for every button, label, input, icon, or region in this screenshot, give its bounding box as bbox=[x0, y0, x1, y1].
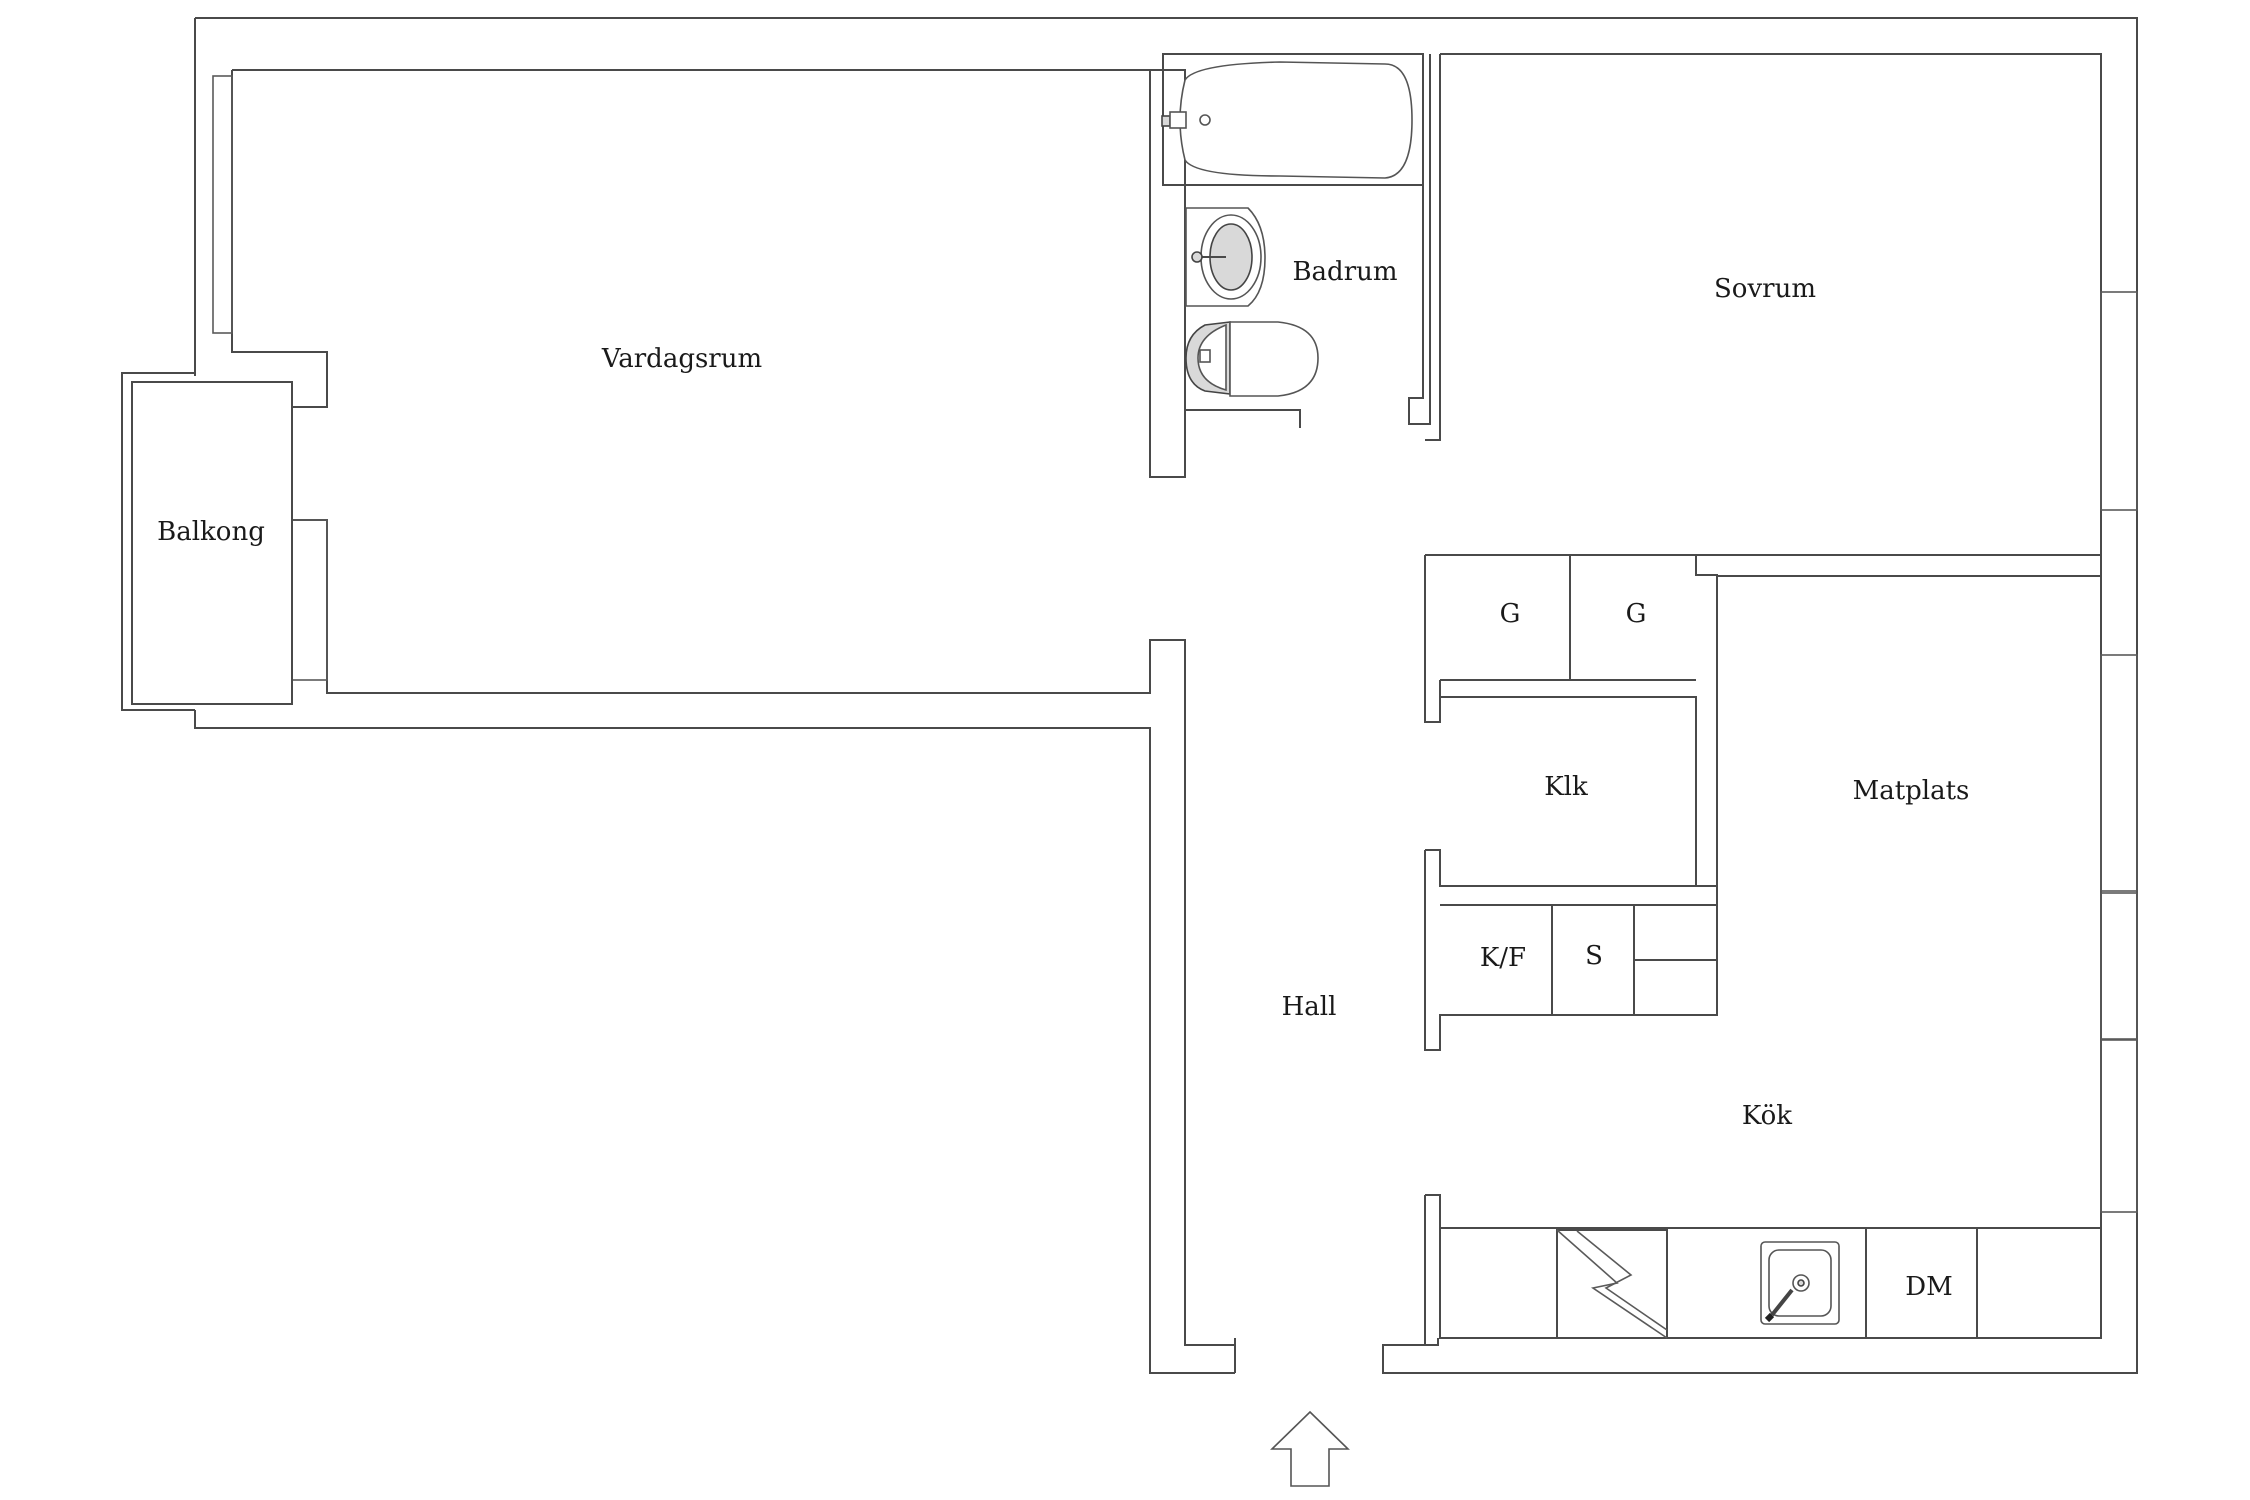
room-label-hall: Hall bbox=[1282, 992, 1337, 1022]
cabinet-label-g-2: G bbox=[1626, 599, 1647, 629]
room-label-balkong: Balkong bbox=[157, 517, 265, 547]
washbasin-icon bbox=[1185, 207, 1266, 307]
window-living-west bbox=[212, 75, 233, 334]
window-dining-2 bbox=[2100, 892, 2138, 1040]
balcony bbox=[121, 372, 293, 711]
bathtub-icon bbox=[1161, 53, 1424, 186]
room-label-vardagsrum: Vardagsrum bbox=[601, 344, 762, 374]
outer-walls bbox=[194, 17, 2138, 1374]
window-dining-1 bbox=[2100, 654, 2138, 892]
room-labels: Vardagsrum Balkong Badrum Sovrum Hall Kl… bbox=[157, 257, 1969, 1131]
room-label-matplats: Matplats bbox=[1853, 776, 1970, 806]
arrow-up-icon bbox=[1270, 1410, 1350, 1487]
stove-icon bbox=[1556, 1229, 1668, 1339]
toilet-icon bbox=[1185, 321, 1319, 397]
cabinet-label-g-1: G bbox=[1500, 599, 1521, 629]
room-label-klk: Klk bbox=[1544, 772, 1588, 802]
wardrobe-dividers bbox=[1439, 555, 1717, 1015]
cabinet-label-kf: K/F bbox=[1480, 943, 1526, 973]
cabinet-label-s: S bbox=[1585, 941, 1603, 971]
windows bbox=[212, 75, 2138, 1213]
room-label-badrum: Badrum bbox=[1292, 257, 1397, 287]
window-bedroom bbox=[2100, 291, 2138, 511]
cabinet-label-dm: DM bbox=[1905, 1272, 1952, 1302]
inner-walls bbox=[231, 53, 2102, 1373]
window-kitchen bbox=[2100, 1039, 2138, 1213]
window-living-balcony bbox=[291, 519, 328, 681]
room-label-kok: Kök bbox=[1742, 1101, 1792, 1131]
room-label-sovrum: Sovrum bbox=[1714, 274, 1816, 304]
kitchen-sink-icon bbox=[1760, 1241, 1840, 1325]
cabinet-labels: G G K/F S DM bbox=[1480, 599, 1953, 1302]
